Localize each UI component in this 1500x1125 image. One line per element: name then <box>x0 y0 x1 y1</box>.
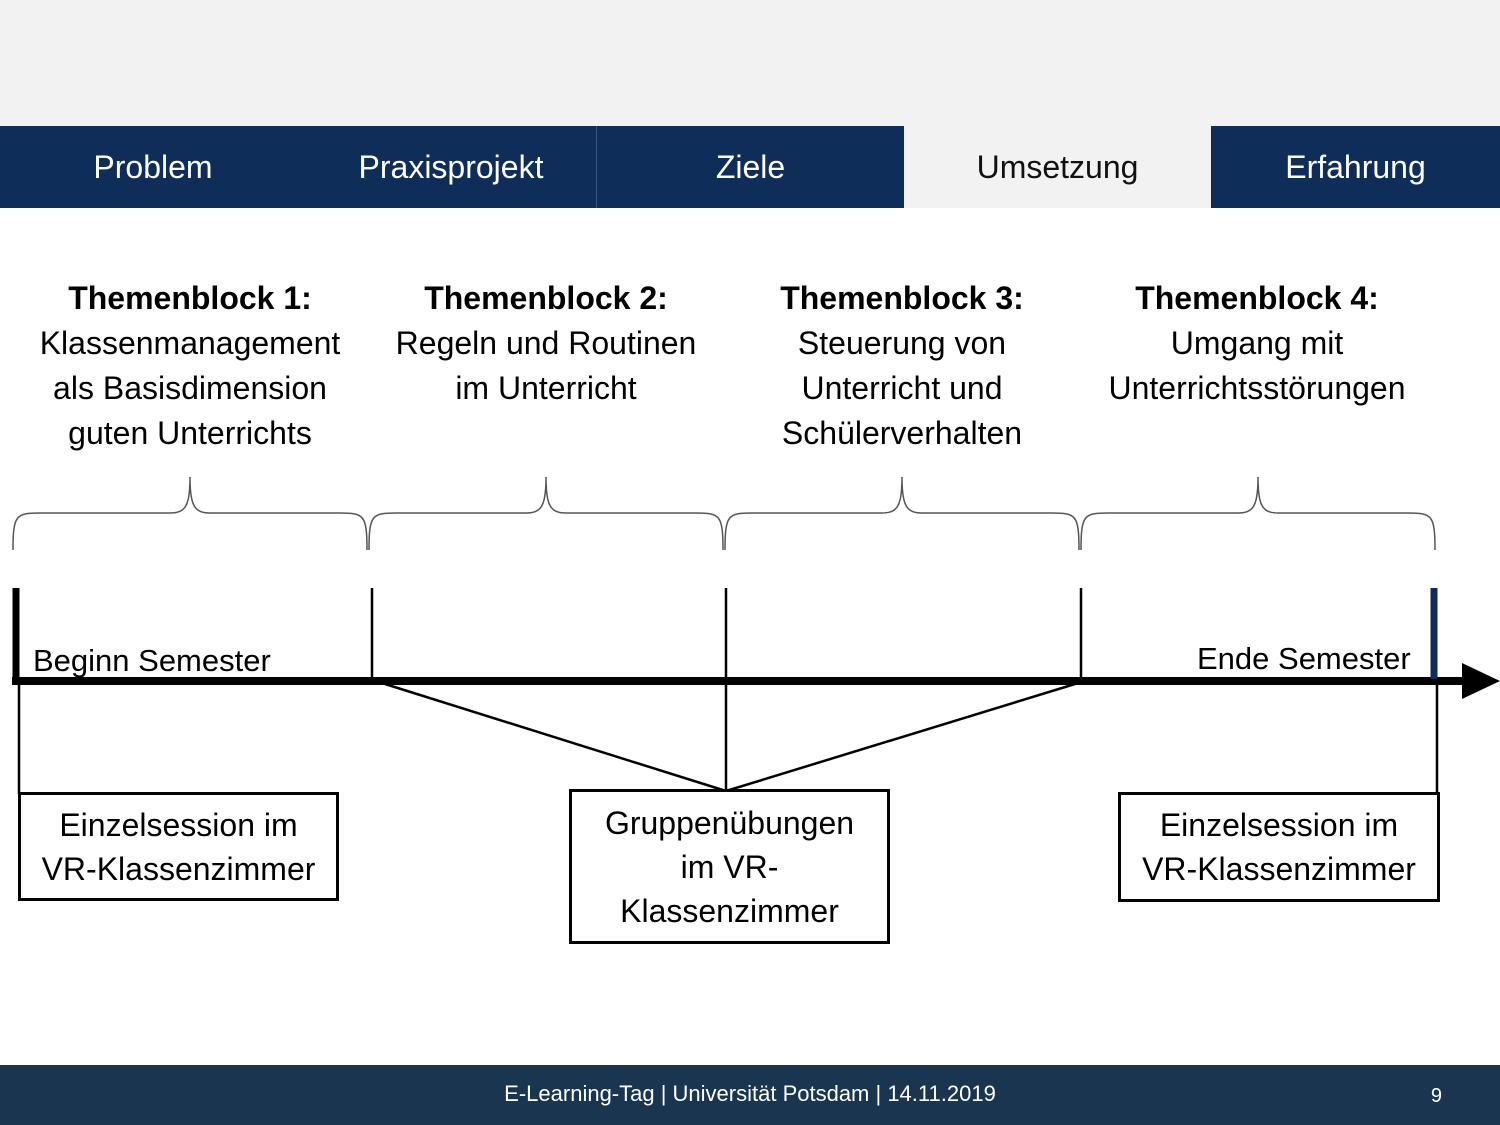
themenblock-1-title: Themenblock 1: <box>68 280 312 316</box>
themenblock-1-line: als Basisdimension <box>53 370 327 406</box>
timeline-end-label: Ende Semester <box>1197 641 1411 676</box>
themenblock-1-line: Klassenmanagement <box>39 325 341 361</box>
themenblock-3-line: Schülerverhalten <box>781 415 1023 451</box>
tab-umsetzung[interactable]: Umsetzung <box>904 126 1211 208</box>
section-nav: Problem Praxisprojekt Ziele Umsetzung Er… <box>0 126 1500 208</box>
themenblock-2: Themenblock 2: Regeln und Routinen im Un… <box>366 276 726 411</box>
tab-ziele[interactable]: Ziele <box>596 126 904 208</box>
connector-middle-left <box>384 682 727 793</box>
page-number: 9 <box>1430 1085 1442 1107</box>
timeline-start-label: Beginn Semester <box>33 643 271 678</box>
header-band <box>0 0 1500 126</box>
box-line: Einzelsession im <box>59 806 298 843</box>
themenblock-4-line: Unterrichtsstörungen <box>1108 370 1406 406</box>
themenblock-4-line: Umgang mit <box>1170 325 1344 361</box>
footer-bar: E-Learning-Tag | Universität Potsdam | 1… <box>0 1065 1500 1125</box>
themenblock-3-title: Themenblock 3: <box>780 280 1024 316</box>
tab-erfahrung[interactable]: Erfahrung <box>1211 126 1500 208</box>
box-line: Einzelsession im <box>1159 807 1399 843</box>
tab-praxisprojekt[interactable]: Praxisprojekt <box>306 126 596 208</box>
timeline-arrowhead <box>1462 663 1500 699</box>
box-line: Gruppenübungen <box>604 804 855 841</box>
footer-text: E-Learning-Tag | Universität Potsdam | 1… <box>504 1081 996 1106</box>
themenblock-3-line: Unterricht und <box>801 370 1003 406</box>
box-line: VR-Klassenzimmer <box>1142 851 1416 887</box>
box-gruppenuebungen: Gruppenübungen im VR- Klassenzimmer <box>569 789 890 944</box>
themenblock-2-line: im Unterricht <box>455 370 637 406</box>
curly-brace-2 <box>368 476 724 551</box>
themenblock-3-line: Steuerung von <box>797 325 1007 361</box>
box-line: Klassenzimmer <box>620 892 839 929</box>
themenblock-4: Themenblock 4: Umgang mit Unterrichtsstö… <box>1077 276 1437 411</box>
curly-brace-4 <box>1080 476 1436 551</box>
curly-brace-1 <box>12 476 368 551</box>
tab-problem[interactable]: Problem <box>0 126 306 208</box>
box-einzelsession-start: Einzelsession im VR-Klassenzimmer <box>18 792 339 901</box>
themenblock-1-line: guten Unterrichts <box>68 415 312 451</box>
themenblock-2-title: Themenblock 2: <box>424 280 668 316</box>
box-line: VR-Klassenzimmer <box>41 850 316 887</box>
themenblock-1: Themenblock 1: Klassenmanagement als Bas… <box>10 276 370 456</box>
box-line: im VR- <box>680 848 779 885</box>
themenblock-4-title: Themenblock 4: <box>1135 280 1379 316</box>
box-einzelsession-end: Einzelsession im VR-Klassenzimmer <box>1118 792 1440 902</box>
themenblock-2-line: Regeln und Routinen <box>395 325 697 361</box>
curly-brace-3 <box>724 476 1080 551</box>
themenblock-3: Themenblock 3: Steuerung von Unterricht … <box>722 276 1082 456</box>
connector-middle-right <box>725 682 1076 793</box>
